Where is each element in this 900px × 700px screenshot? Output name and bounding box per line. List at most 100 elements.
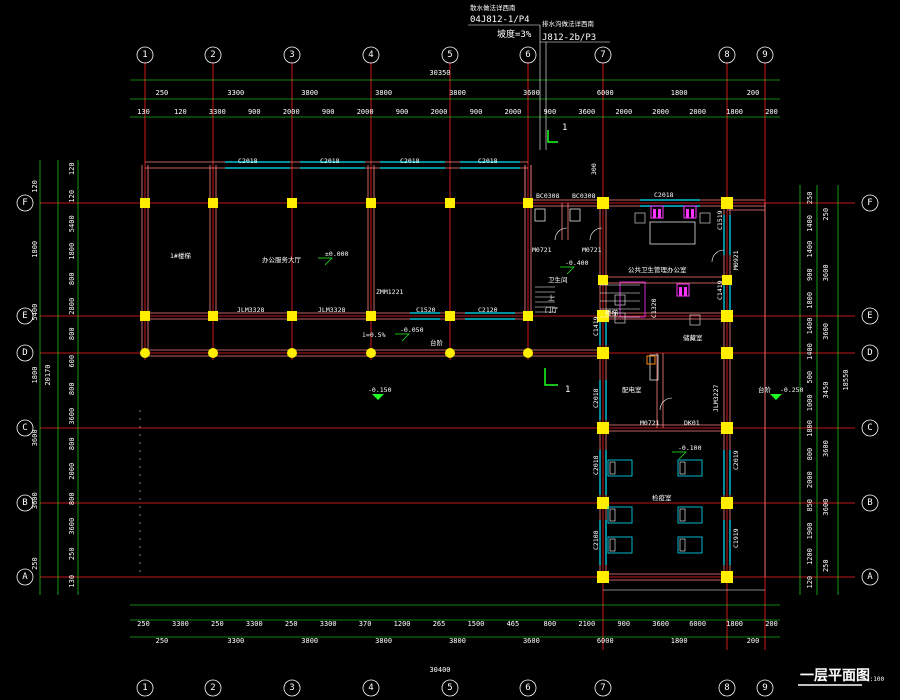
note-apron: 散水做法详西南 <box>470 3 516 12</box>
axis-bubble-col <box>204 46 222 64</box>
dim-value: 850 <box>806 499 814 512</box>
axis-label-col: 2 <box>210 683 215 693</box>
axis-label-row: B <box>22 498 27 508</box>
door-m0721-2: M0721 <box>582 246 602 254</box>
column <box>366 198 376 208</box>
dim-value: 3300 <box>227 637 244 645</box>
win-c2018-1: C2018 <box>238 157 258 165</box>
fixture-part <box>679 287 682 296</box>
dim-value: 200 <box>765 108 778 116</box>
dim-value: 1800 <box>671 89 688 97</box>
dim-value: 465 <box>507 620 520 628</box>
dim-value: 3600 <box>822 440 830 457</box>
axis-bubble-row <box>861 419 879 437</box>
column <box>721 422 733 434</box>
axis-bubble-col <box>718 679 736 697</box>
bed-pillow <box>609 461 616 475</box>
column-round <box>208 348 218 358</box>
column <box>597 310 609 322</box>
dim-value: 3800 <box>375 637 392 645</box>
elev-100: -0.100 <box>678 444 702 452</box>
window-markers <box>225 161 731 565</box>
dim-value: 500 <box>806 371 814 384</box>
dim-value: 250 <box>156 637 169 645</box>
win-c2108: C2108 <box>592 530 600 550</box>
dim-value: 3600 <box>578 108 595 116</box>
room-stair-1: 1#楼梯 <box>170 251 191 260</box>
column-round <box>445 348 455 358</box>
axis-label-col: 7 <box>600 683 605 693</box>
dim-value: 3300 <box>320 620 337 628</box>
dim-value: 3300 <box>209 108 226 116</box>
column <box>721 197 733 209</box>
axis-label-col: 4 <box>368 50 373 60</box>
dim-value: 1800 <box>68 243 76 260</box>
dim-value: 120 <box>68 162 76 175</box>
cabinet <box>619 281 646 318</box>
axis-bubble-row <box>861 494 879 512</box>
room-quarantine: 检疫室 <box>652 493 672 502</box>
fixture-part <box>658 209 661 218</box>
column <box>597 347 609 359</box>
room-power: 配电室 <box>622 385 642 394</box>
win-bc0308-2: BC0308 <box>572 192 596 200</box>
door-m0721-1: M0721 <box>532 246 552 254</box>
dim-value: 200 <box>747 89 760 97</box>
stair-up: 上 <box>548 293 555 302</box>
column <box>287 311 297 321</box>
dim-value: 3300 <box>227 89 244 97</box>
column <box>721 347 733 359</box>
column <box>597 571 609 583</box>
dimension-lines <box>39 79 839 638</box>
axis-bubble-row <box>861 344 879 362</box>
dim-value: 3600 <box>822 499 830 516</box>
axis-bubble-col <box>756 679 774 697</box>
door-swing <box>554 227 568 241</box>
dim-value: 900 <box>396 108 409 116</box>
door-m0921: M0921 <box>732 250 740 270</box>
dim-value: 800 <box>68 272 76 285</box>
axis-bubble-col <box>283 679 301 697</box>
distribution-box <box>649 354 659 381</box>
column-round <box>140 348 150 358</box>
dim-value: 900 <box>470 108 483 116</box>
axis-label-row: C <box>22 423 27 433</box>
axis-bubble-col <box>362 46 380 64</box>
win-c1419-l: C1419 <box>592 316 600 336</box>
section-mark-bottom: 1 <box>565 385 570 395</box>
dim-value: 900 <box>806 268 814 281</box>
dim-value: 900 <box>617 620 630 628</box>
dim-value: 800 <box>68 492 76 505</box>
fixture-part <box>684 287 687 296</box>
dim-value: 1200 <box>394 620 411 628</box>
elev-000: ±0.000 <box>325 250 349 258</box>
dim-value: 1800 <box>726 620 743 628</box>
dim-value: 900 <box>322 108 335 116</box>
dim-value: 1400 <box>806 215 814 232</box>
axis-label-col: 8 <box>724 683 729 693</box>
axis-grid-lines <box>40 62 855 650</box>
dim-value: 1800 <box>806 292 814 309</box>
door-jlm3227: JLM3227 <box>712 385 720 412</box>
bed-pillow <box>679 538 686 552</box>
desk <box>649 221 696 245</box>
dim-value: 2000 <box>689 108 706 116</box>
dim-value: 250 <box>156 89 169 97</box>
axis-label-col: 4 <box>368 683 373 693</box>
dim-value: 2000 <box>431 108 448 116</box>
bed <box>677 459 703 477</box>
right-dim-col-2: 2501400140090018001400140050010001800800… <box>806 191 814 588</box>
axis-label-row: B <box>867 498 872 508</box>
misc-marks: 台阶 台阶 1 1 300 上 <box>430 123 772 395</box>
axis-bubble-col <box>283 46 301 64</box>
win-c2018-3: C2018 <box>400 157 420 165</box>
dim-value: 200 <box>747 637 760 645</box>
dim-value: 1400 <box>806 318 814 335</box>
dim-value: 120 <box>31 180 39 193</box>
dim-value: 3600 <box>523 637 540 645</box>
dim-value: 3300 <box>246 620 263 628</box>
dim-value: 5400 <box>68 215 76 232</box>
dim-value: 6000 <box>689 620 706 628</box>
